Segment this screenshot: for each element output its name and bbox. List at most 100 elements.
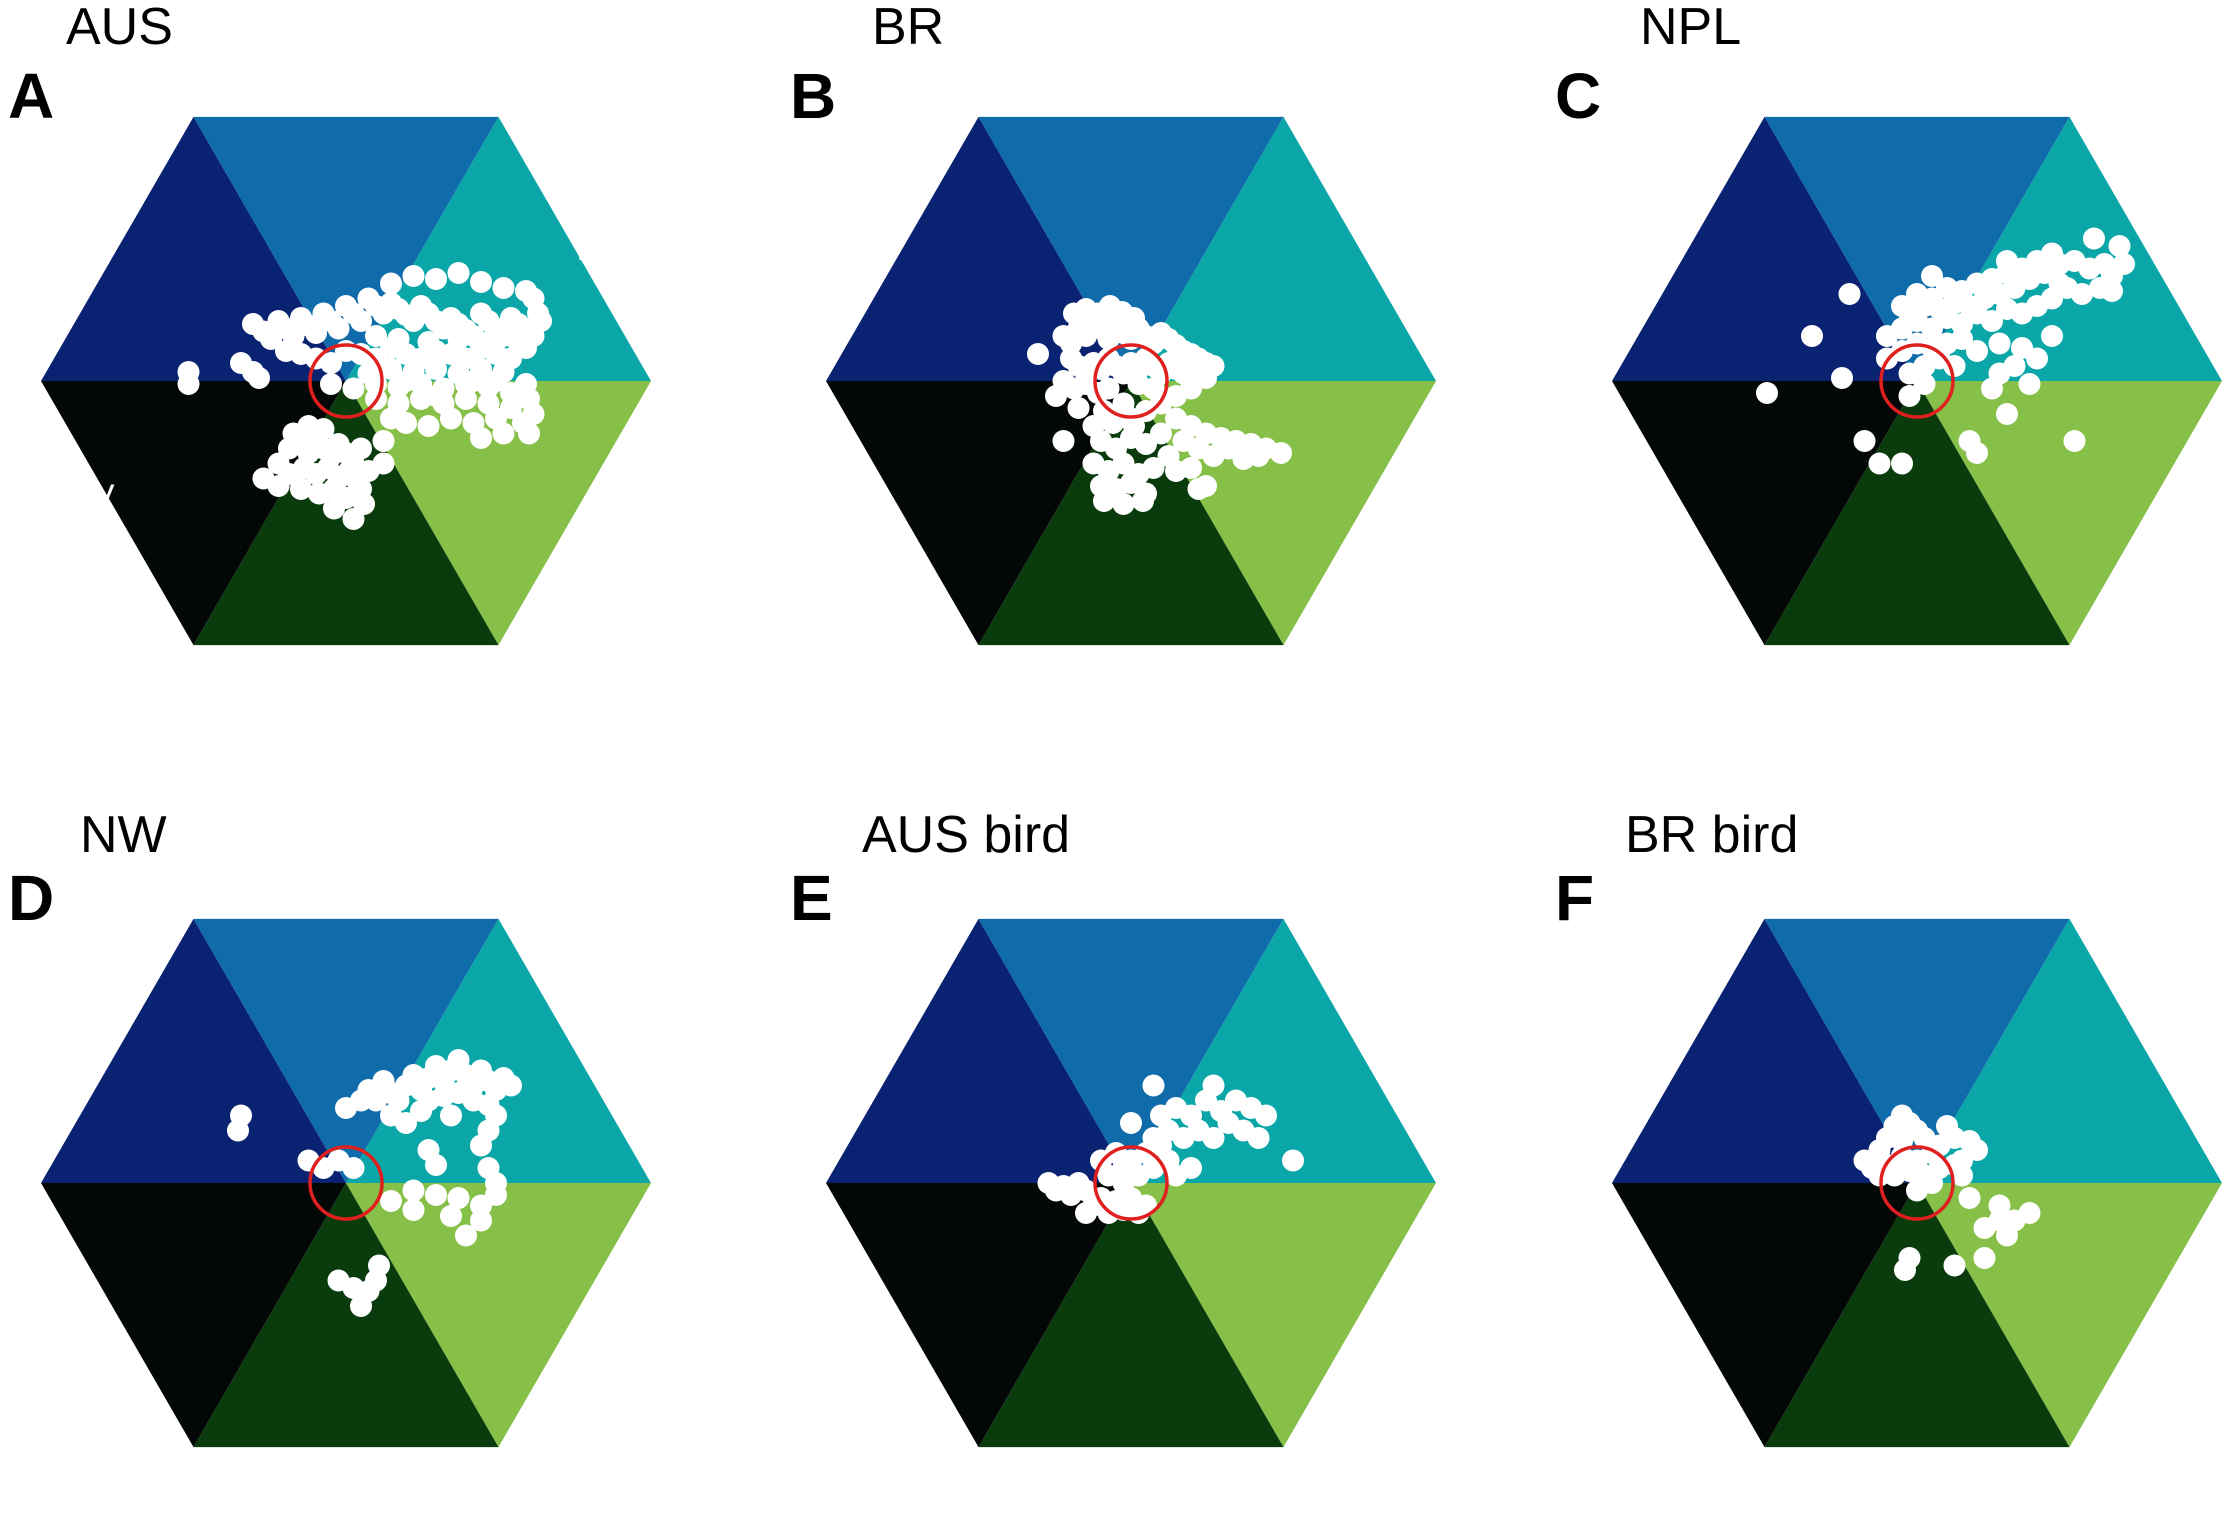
data-point [350,437,372,460]
data-point [447,328,470,350]
data-point [530,310,552,332]
sector-ub [826,918,1131,1183]
data-point [305,322,327,344]
sector-label-ug: UG [321,642,372,680]
sector-g [346,381,651,646]
sector-label-bg: BG [576,230,625,268]
data-point [2018,373,2041,395]
sector-b [978,116,1284,382]
panel-f: FBR bird [1555,806,2222,1448]
sector-g [1131,1183,1436,1448]
sector-b [978,918,1284,1183]
data-point [1157,1119,1180,1142]
data-point [1123,415,1145,437]
panel-letter: B [790,60,836,132]
data-point [1838,283,1861,305]
data-point [1112,493,1135,515]
data-point [402,1179,425,1202]
sector-ug [1764,1183,2070,1448]
data-point [2108,235,2131,257]
data-point [1027,343,1049,365]
data-point [425,358,447,380]
data-point [380,358,402,380]
panel-letter: E [790,862,833,934]
data-point [1921,265,1943,287]
achromatic-center-circle [1093,1145,1169,1221]
data-point [252,467,275,490]
data-point [447,262,470,284]
sector-bg [1917,918,2222,1183]
data-point [1973,1247,1996,1269]
data-point [470,1134,492,1157]
data-point [1123,307,1145,329]
panel-title: BR [872,0,944,56]
data-point [1876,325,1898,347]
sector-bg [1131,116,1436,382]
data-point [342,1157,365,1179]
data-point [278,437,300,460]
sector-bg [1131,918,1436,1183]
data-point [1891,452,1913,475]
data-point [425,1184,447,1206]
data-point [1996,1224,2018,1247]
data-point [1142,457,1165,479]
sector-ug [1764,381,2070,646]
data-point [1898,385,1921,407]
data-point [1112,1157,1135,1179]
data-point [350,1295,372,1317]
data-point [425,1154,447,1176]
data-point [417,331,440,353]
data-point [1075,1202,1097,1224]
data-point [402,265,425,287]
data-point [2018,1202,2041,1224]
data-point [227,1119,249,1142]
points-group [177,262,552,530]
data-point [395,1112,417,1134]
sector-b [193,116,499,382]
data-point [1973,1217,1996,1239]
achromatic-center-circle [1879,1145,1955,1221]
data-point [380,407,402,430]
data-point [1247,445,1270,467]
data-point [2026,347,2048,370]
data-point [327,317,350,340]
data-point [2041,325,2063,347]
sector-b [193,918,499,1183]
sector-ug [978,1183,1284,1448]
data-point [1187,478,1210,500]
data-point [368,1254,390,1277]
data-point [1831,367,1853,389]
data-point [1142,1074,1165,1097]
data-point [1247,1127,1270,1149]
sector-label-ub: UB [67,230,114,268]
sector-b [1764,116,2070,382]
data-point [1150,422,1172,445]
data-point [1943,1254,1966,1277]
data-point [417,415,440,437]
data-point [1202,1074,1225,1097]
sector-uv [1612,1183,1917,1448]
achromatic-center-circle [308,343,384,419]
sector-uv [826,1183,1131,1448]
data-point [380,1190,402,1212]
data-point [320,373,342,395]
sector-uv [1612,381,1917,646]
data-point [2063,430,2086,452]
sector-ub [1612,918,1917,1183]
sector-ug [978,381,1284,646]
achromatic-center-circle [308,1145,384,1221]
data-point [1067,397,1090,419]
sector-ub [1612,116,1917,382]
data-point [425,268,447,290]
panel-letter: A [8,60,54,132]
data-point [1891,295,1913,317]
data-point [1996,250,2018,272]
data-point [500,1074,522,1097]
data-point [177,361,200,383]
sector-g [1917,1183,2222,1448]
data-point [440,1205,462,1227]
data-point [1988,332,2011,355]
